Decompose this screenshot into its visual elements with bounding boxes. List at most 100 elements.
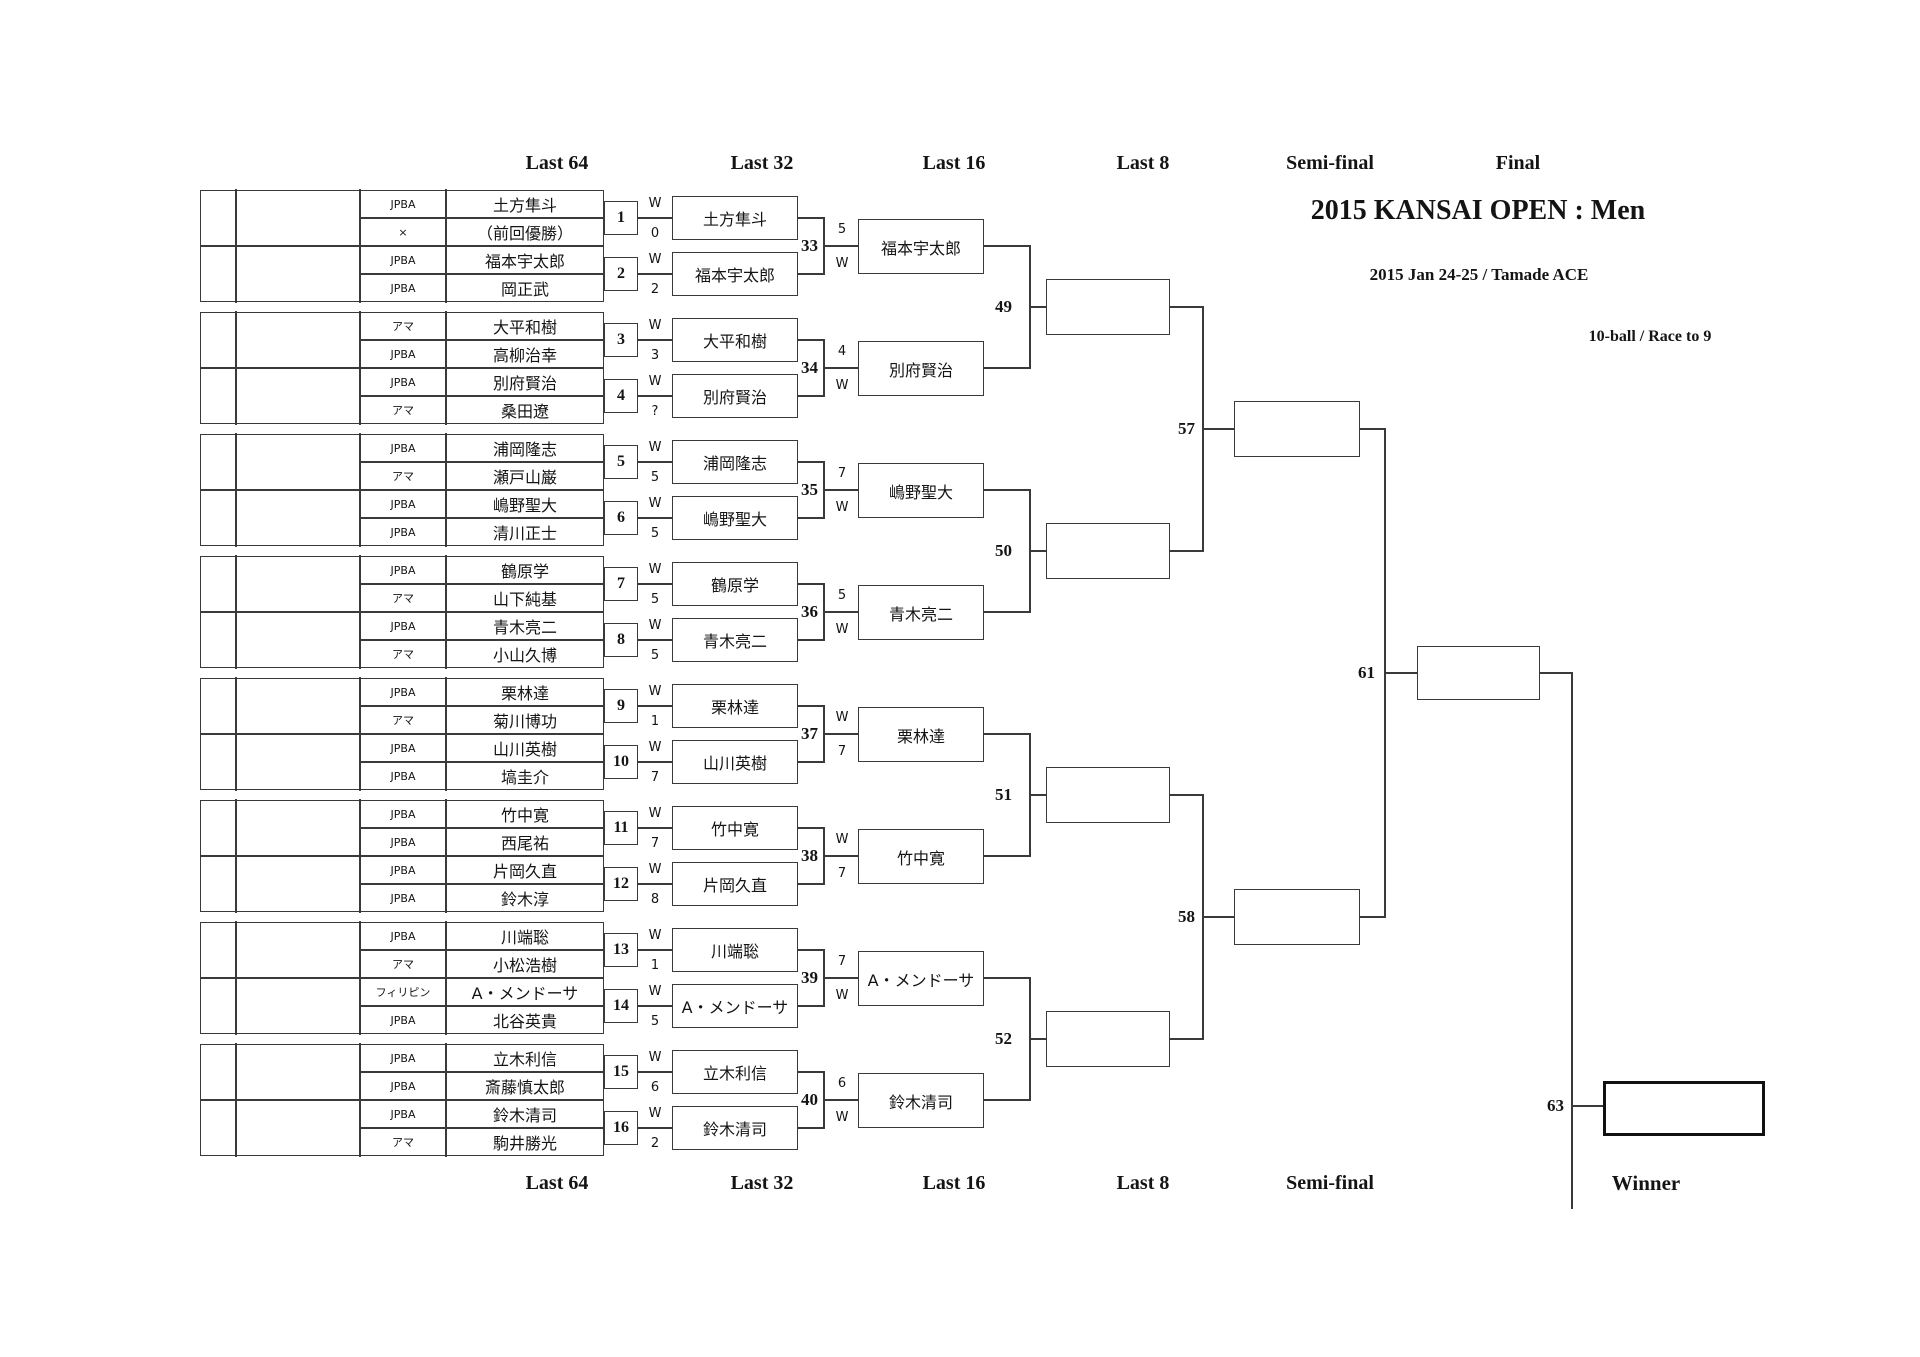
connector-line <box>1540 672 1572 674</box>
score-label: ? <box>651 403 659 419</box>
table-grid-line <box>360 639 604 641</box>
connector-line <box>1030 1038 1046 1040</box>
match-number-box: 6 <box>604 501 638 535</box>
match-number: 39 <box>801 968 818 987</box>
affiliation-label: JPBA <box>390 685 416 699</box>
connector-line <box>798 1127 824 1129</box>
affiliation-label: JPBA <box>390 1051 416 1065</box>
player-name: 竹中寛 <box>500 806 549 825</box>
table-grid-line <box>200 733 604 735</box>
table-grid-line <box>360 1127 604 1129</box>
affiliation-label: × <box>398 225 408 239</box>
page-title: 2015 KANSAI OPEN : Men <box>1310 195 1646 226</box>
semi-final-box <box>1234 889 1360 945</box>
player-name: 鶴原学 <box>500 562 549 581</box>
player-name: 岡正武 <box>500 280 549 299</box>
l32-winner-box: 栗林達 <box>672 684 798 728</box>
l16-winner-box: 鈴木清司 <box>858 1073 984 1128</box>
match-number: 40 <box>801 1090 818 1109</box>
affiliation-label: アマ <box>392 958 414 971</box>
round-label-bottom: Last 16 <box>922 1171 986 1194</box>
l16-winner-box: A・メンドーサ <box>858 951 984 1006</box>
l32-winner-box: A・メンドーサ <box>672 984 798 1028</box>
l32-winner-box: 山川英樹 <box>672 740 798 784</box>
player-name: 別府賢治 <box>492 374 557 393</box>
connector-line <box>638 1005 672 1007</box>
score-label: W <box>835 1109 849 1125</box>
match-number-box: 7 <box>604 567 638 601</box>
score-label: W <box>648 739 662 755</box>
affiliation-label: JPBA <box>390 807 416 821</box>
score-label: 5 <box>650 469 660 485</box>
player-name: 瀬戸山巌 <box>492 468 557 487</box>
score-label: W <box>648 805 662 821</box>
round-label-top: Final <box>1495 151 1541 174</box>
l32-winner-box: 竹中寛 <box>672 806 798 850</box>
score-label: 7 <box>650 769 660 785</box>
connector-line <box>638 273 672 275</box>
score-label: W <box>648 927 662 943</box>
score-label: 7 <box>837 953 847 969</box>
connector-line <box>638 761 672 763</box>
score-label: 2 <box>650 1135 660 1151</box>
table-grid-line <box>360 883 604 885</box>
connector-line <box>824 733 858 735</box>
score-label: 5 <box>837 587 847 603</box>
connector-line <box>638 461 672 463</box>
connector-line <box>1170 794 1203 796</box>
winner-caption: Winner <box>1611 1170 1681 1195</box>
connector-line <box>824 245 858 247</box>
table-grid-line <box>200 1099 604 1101</box>
match-number-box: 14 <box>604 989 638 1023</box>
l32-winner-box: 川端聡 <box>672 928 798 972</box>
connector-line <box>984 1099 1030 1101</box>
connector-line <box>798 705 824 707</box>
affiliation-label: アマ <box>392 592 414 605</box>
match-number: 37 <box>801 724 818 743</box>
match-number-box: 3 <box>604 323 638 357</box>
l32-winner-box: 嶋野聖大 <box>672 496 798 540</box>
l32-winner-box: 土方隼斗 <box>672 196 798 240</box>
connector-line <box>1030 550 1046 552</box>
affiliation-label: JPBA <box>390 1107 416 1121</box>
match-number: 50 <box>995 541 1012 560</box>
player-name: 嶋野聖大 <box>492 496 557 515</box>
connector-line <box>638 1071 672 1073</box>
player-name: 福本宇太郎 <box>484 252 565 271</box>
match-number: 34 <box>801 358 818 377</box>
affiliation-label: アマ <box>392 320 414 333</box>
score-label: W <box>648 251 662 267</box>
score-label: 2 <box>650 281 660 297</box>
l16-winner-box: 青木亮二 <box>858 585 984 640</box>
table-grid-line <box>200 977 604 979</box>
score-label: W <box>648 983 662 999</box>
player-name: 青木亮二 <box>492 618 557 637</box>
score-label: 6 <box>650 1079 660 1095</box>
score-label: 1 <box>650 713 660 729</box>
connector-line <box>1360 428 1385 430</box>
player-name: 駒井勝光 <box>492 1134 557 1153</box>
score-label: W <box>648 495 662 511</box>
connector-line <box>638 949 672 951</box>
round-label-top: Semi-final <box>1286 151 1374 174</box>
score-label: W <box>835 831 849 847</box>
player-name: 浦岡隆志 <box>492 440 557 459</box>
player-name: 桑田遼 <box>500 402 549 421</box>
table-grid-line <box>360 217 604 219</box>
semi-final-box <box>1234 401 1360 457</box>
player-name: 大平和樹 <box>492 318 557 337</box>
round-label-top: Last 16 <box>922 151 986 174</box>
connector-line <box>1385 672 1417 674</box>
connector-line <box>1030 794 1046 796</box>
player-name: （前回優勝） <box>476 224 573 243</box>
table-grid-line <box>360 517 604 519</box>
score-label: W <box>835 255 849 271</box>
connector-line <box>824 611 858 613</box>
match-number: 36 <box>801 602 818 621</box>
match-number: 58 <box>1178 907 1195 926</box>
affiliation-label: JPBA <box>390 347 416 361</box>
connector-line <box>984 611 1030 613</box>
affiliation-label: JPBA <box>390 1013 416 1027</box>
connector-line <box>824 977 858 979</box>
